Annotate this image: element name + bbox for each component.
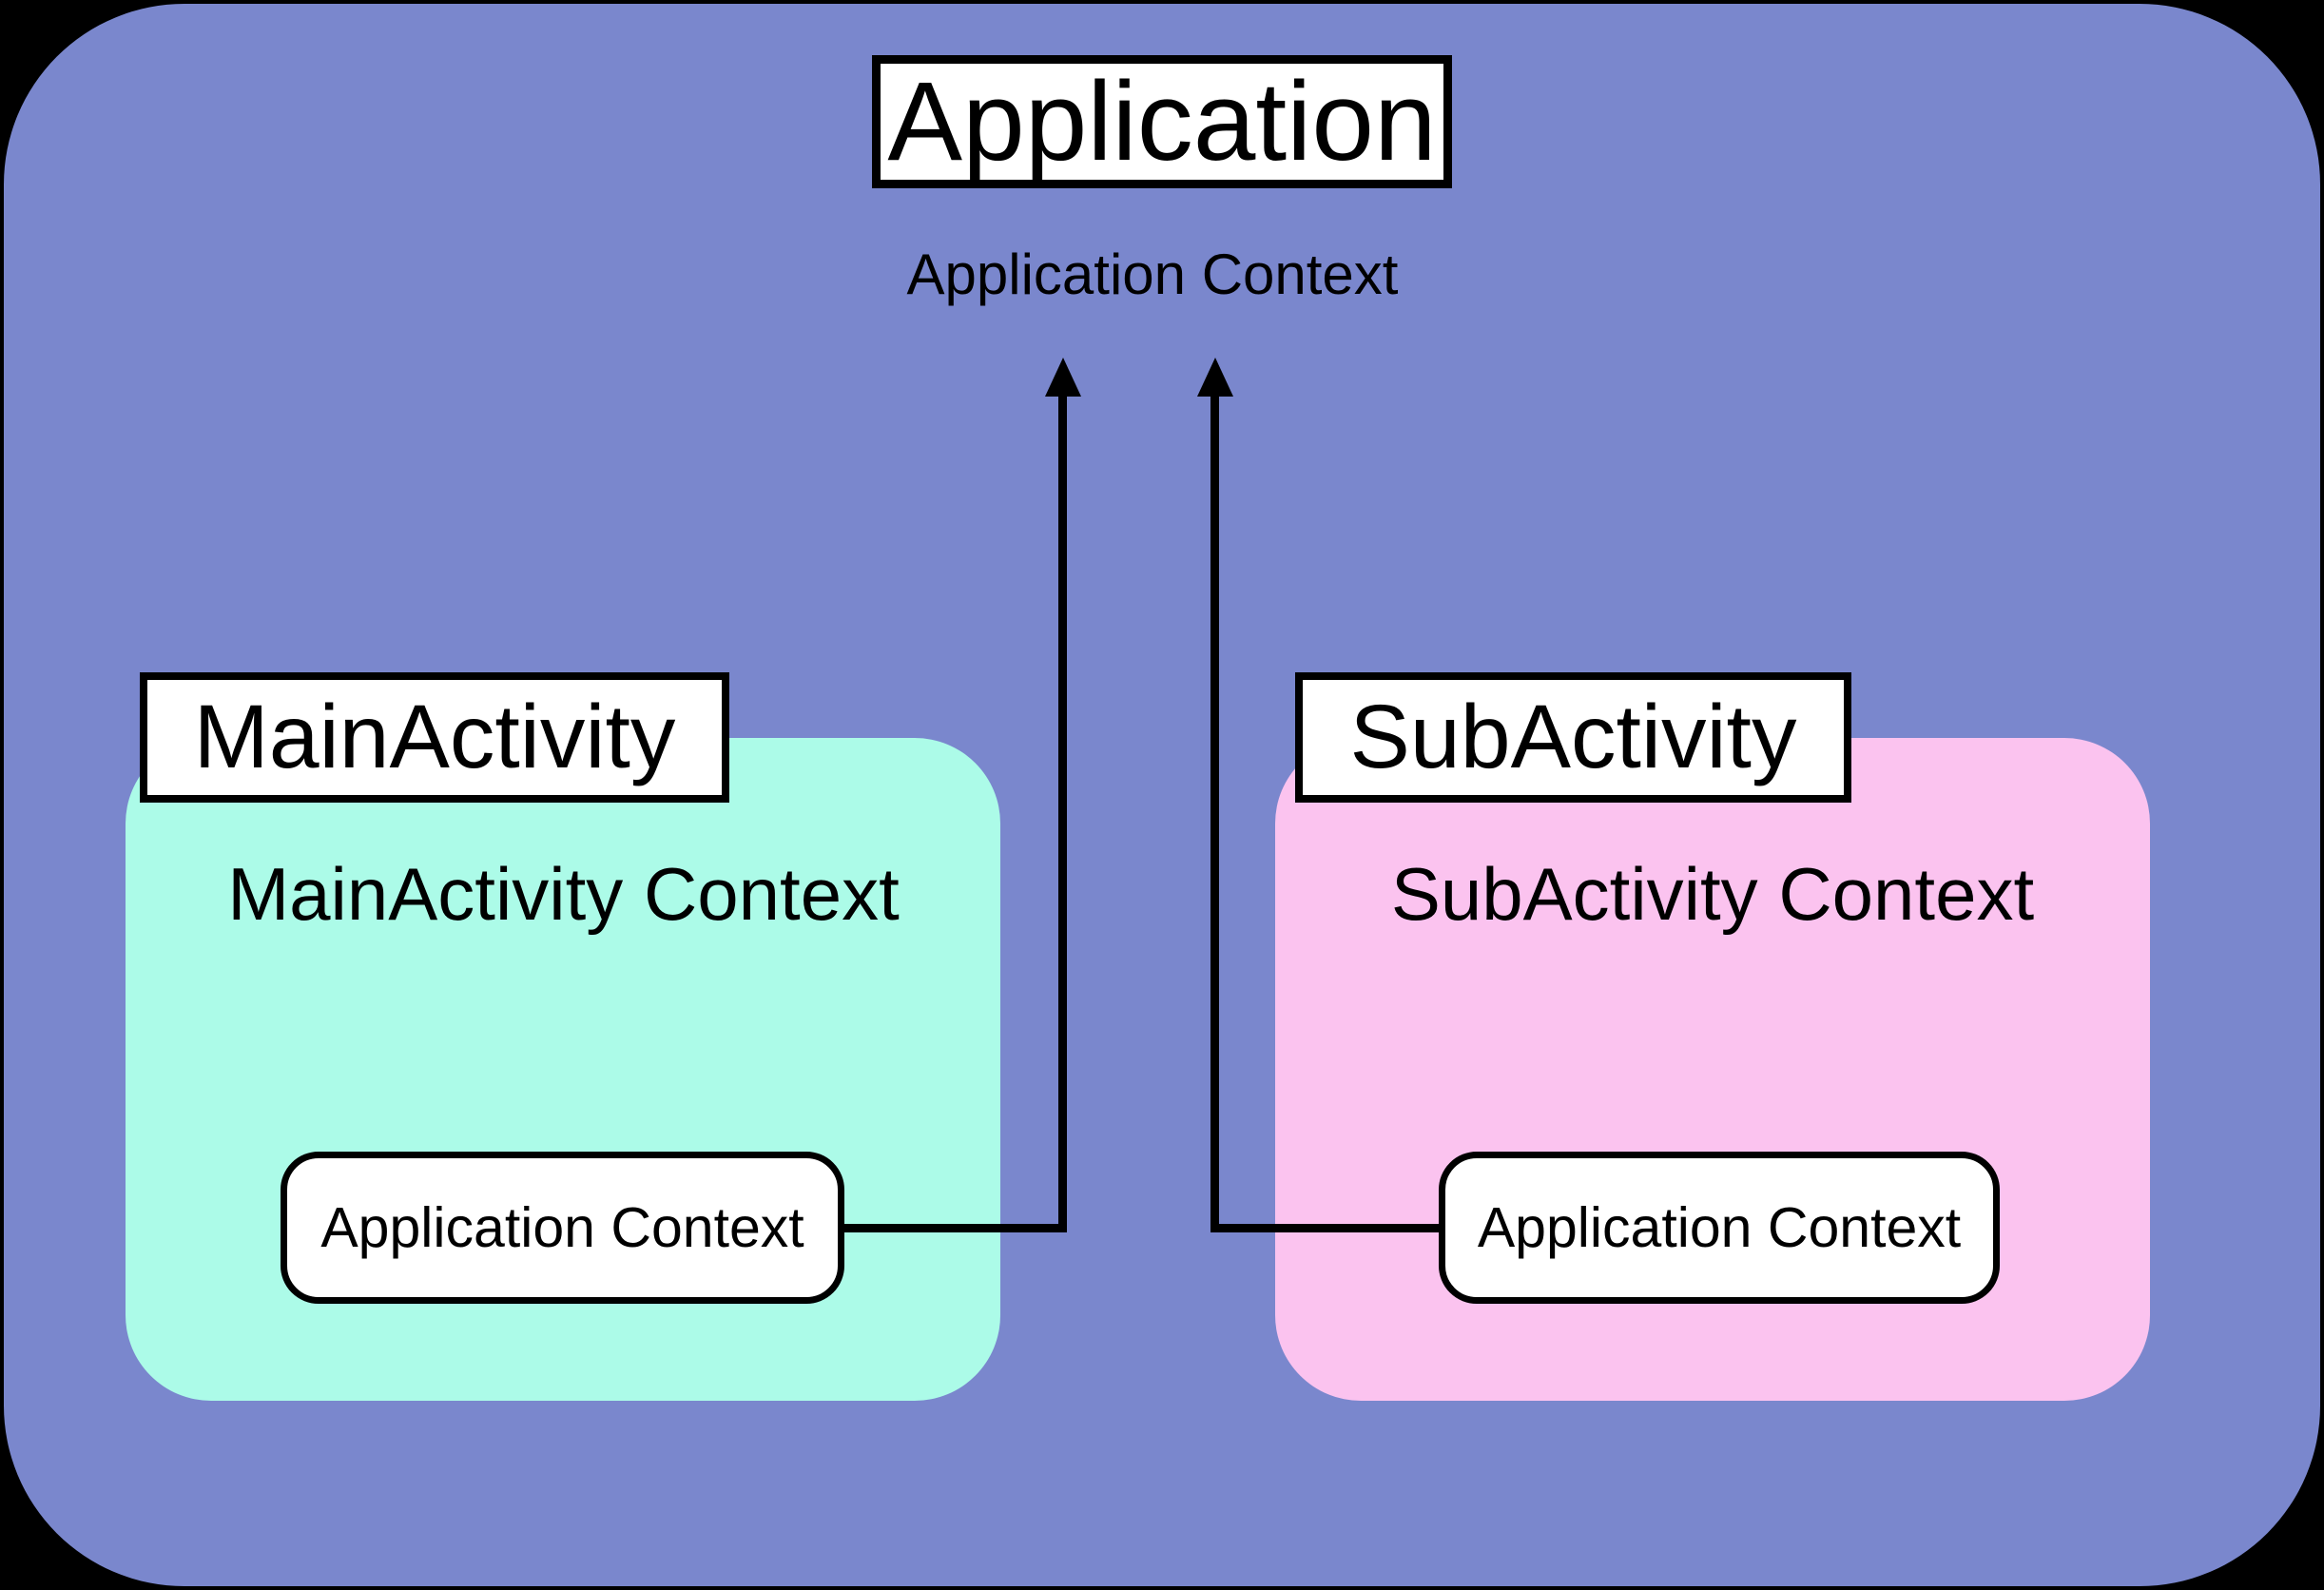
mainactivity-box-label: MainActivity xyxy=(193,687,676,787)
subactivity-arrow-shaft xyxy=(1210,384,1219,1232)
subactivity-context-caption: SubActivity Context xyxy=(1390,852,2035,936)
mainactivity-arrow-shaft xyxy=(1058,384,1067,1232)
mainactivity-context-caption: MainActivity Context xyxy=(227,852,900,936)
subactivity-application-context-chip: Application Context xyxy=(1439,1152,2000,1304)
mainactivity-application-context-chip-label: Application Context xyxy=(320,1195,804,1259)
subactivity-arrow-head-icon xyxy=(1197,358,1233,397)
mainactivity-box: MainActivity xyxy=(140,672,729,803)
mainactivity-application-context-chip: Application Context xyxy=(281,1152,844,1304)
mainactivity-arrow-head-icon xyxy=(1045,358,1081,397)
subactivity-connector-elbow-line xyxy=(1211,1224,1441,1232)
application-box: Application xyxy=(872,55,1452,188)
application-context-caption: Application Context xyxy=(906,242,1399,306)
subactivity-application-context-chip-label: Application Context xyxy=(1477,1195,1962,1259)
mainactivity-connector-elbow-line xyxy=(842,1224,1067,1232)
subactivity-box: SubActivity xyxy=(1295,672,1851,803)
application-box-label: Application xyxy=(887,59,1437,184)
subactivity-box-label: SubActivity xyxy=(1349,687,1797,787)
